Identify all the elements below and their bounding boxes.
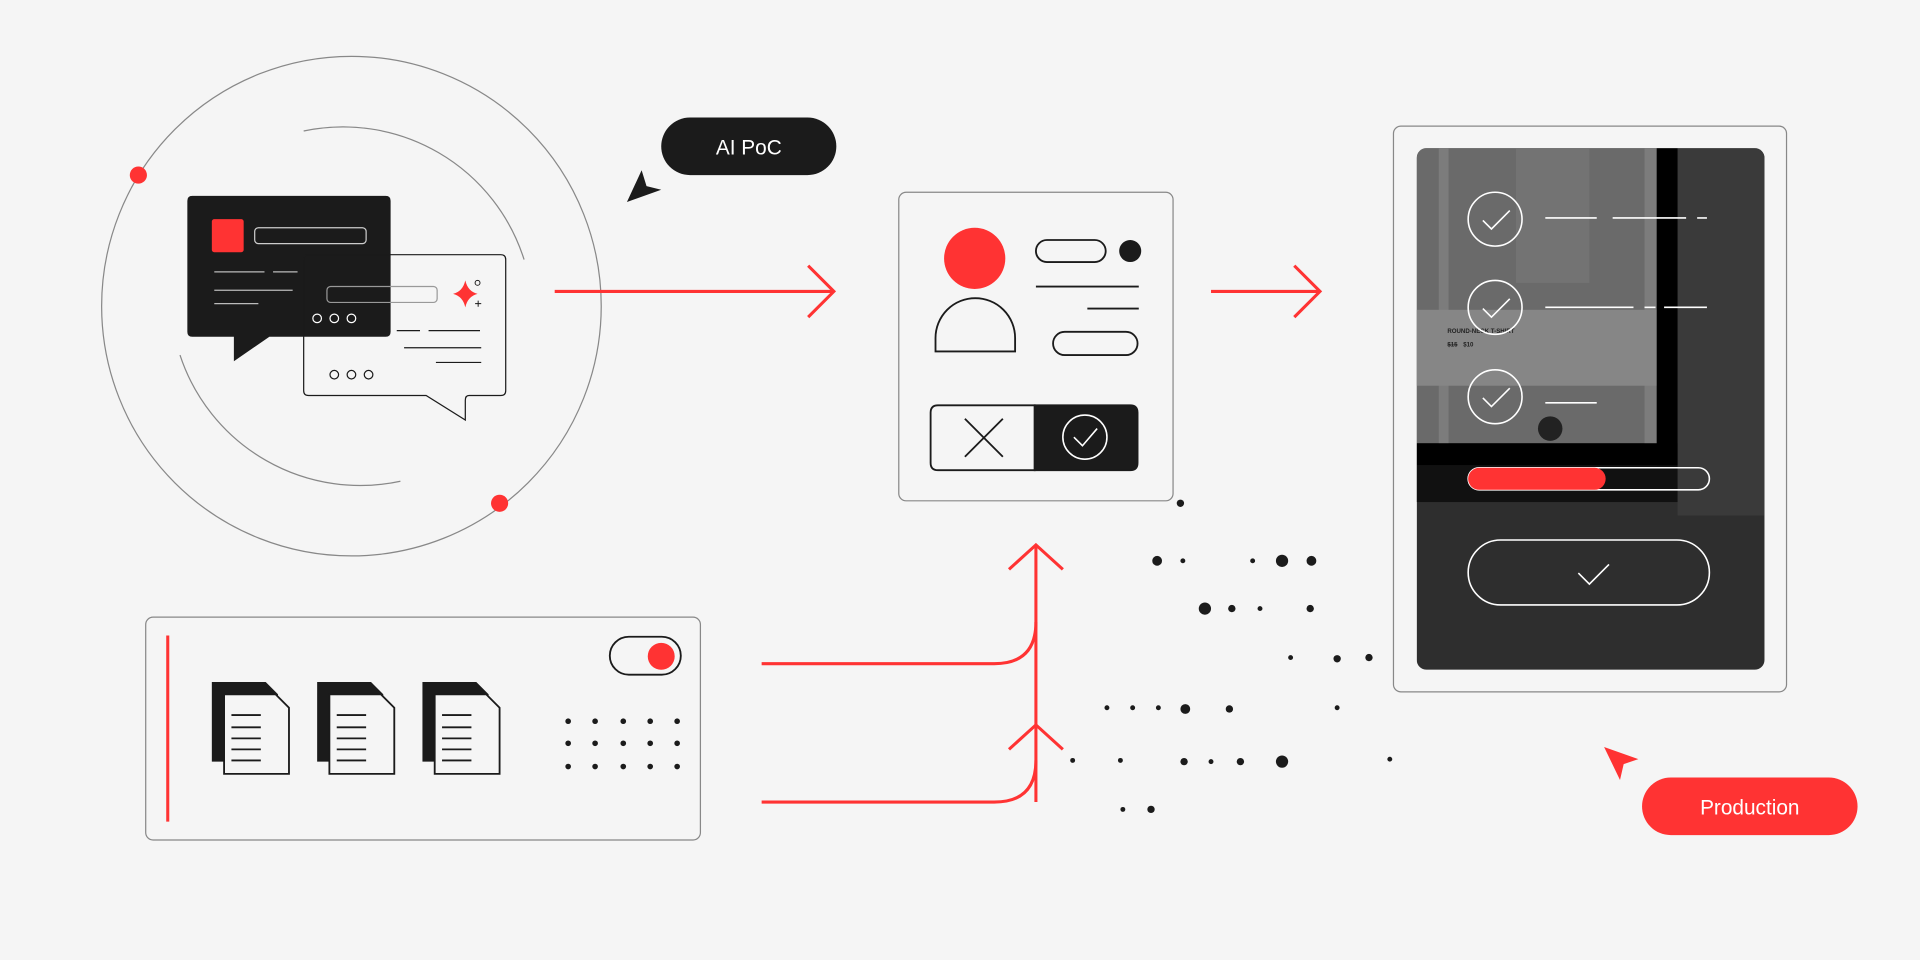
scatter-dot [1198,602,1212,615]
scatter-dot [1130,705,1136,711]
scatter-dot [1208,759,1214,765]
scatter-dot [1104,705,1110,711]
orbit-red-dot [491,494,509,512]
document-icon [317,682,396,775]
check-circle-icon [1467,279,1523,336]
scatter-dot [1334,705,1340,711]
grid-dot [592,718,598,725]
documents-card [145,616,702,841]
dot-grid [565,718,680,770]
scatter-dot [1306,555,1317,566]
toggle-switch[interactable] [608,635,682,676]
arrow-right [1211,264,1323,319]
scatter-dot [1387,756,1393,762]
scatter-dot [1117,757,1123,763]
progress-bar [1467,466,1711,491]
dark-chat-bubble [187,195,391,362]
scatter-dot [1365,653,1373,662]
input-outline [254,227,367,245]
approve-button[interactable] [1033,404,1139,472]
scatter-dot [1180,757,1188,766]
scatter-dot [1147,805,1155,814]
check-circle-icon [1467,369,1523,425]
review-card [898,191,1174,502]
progress-fill [1468,467,1606,490]
arrow-right [554,264,837,319]
inner-orbit-top [303,126,525,260]
grid-dot [565,763,571,770]
light-chat-bubble [303,254,507,422]
scatter-dot [1236,757,1245,766]
scatter-dot [1155,705,1161,711]
input-outline [326,285,438,304]
grid-dot [674,740,680,747]
grid-dot [674,718,680,725]
scatter-dot [1306,604,1314,613]
production-label: Production [1604,746,1858,836]
document-icon [422,682,501,775]
grid-dot [674,763,680,770]
orbit-red-dot [129,166,147,184]
checklist [1467,191,1707,425]
scatter-dot [1070,757,1076,763]
grid-dot [592,763,598,770]
close-icon [964,418,1004,458]
scatter-dot [1288,655,1294,660]
production-text: Production [1700,796,1799,819]
check-circle-icon [1467,191,1523,247]
ai-poc-text: AI PoC [716,136,782,159]
reject-button[interactable] [929,404,1036,472]
grid-dot [565,718,571,725]
production-device: ROUND-NECK T-SHIRT $15 $10 [1392,125,1788,693]
scatter-dot [1152,555,1163,566]
scatter-dot [1120,806,1126,812]
grid-dot [647,740,654,747]
profile-body [934,297,1017,353]
scatter-dot [1228,604,1236,613]
ai-poc-label: AI PoC [626,117,837,203]
check-circle-icon [1062,414,1108,460]
scatter-dot [1225,705,1234,713]
product-name: ROUND-NECK T-SHIRT [1447,328,1514,335]
scatter-dot [1250,558,1256,564]
scattered-dots [1070,499,1393,814]
scatter-dot [1275,554,1289,567]
grid-dot [620,763,627,770]
cursor-icon [1604,746,1639,780]
grid-dot [647,763,654,770]
avatar-square [211,219,244,253]
scatter-dot [1275,755,1289,768]
sparkle-icon [453,280,478,308]
merge-arrows [761,542,1064,804]
old-price: $15 [1447,342,1458,349]
scatter-dot [1180,558,1186,564]
chat-orbit [101,55,602,557]
scatter-dot [1333,655,1341,663]
grid-dot [620,740,627,747]
cursor-icon [626,170,662,203]
check-icon [1577,563,1610,586]
grid-dot [592,740,598,747]
scatter-dot [1180,704,1191,714]
document-icon [211,682,290,775]
outer-orbit [101,55,602,557]
inner-orbit-bottom [179,354,401,487]
grid-dot [647,718,654,725]
grid-dot [565,740,571,747]
scatter-dot [1176,499,1185,507]
confirm-button[interactable] [1467,539,1711,606]
profile-head [944,227,1006,289]
grid-dot [620,718,627,725]
new-price: $10 [1463,342,1474,349]
scatter-dot [1257,606,1263,612]
